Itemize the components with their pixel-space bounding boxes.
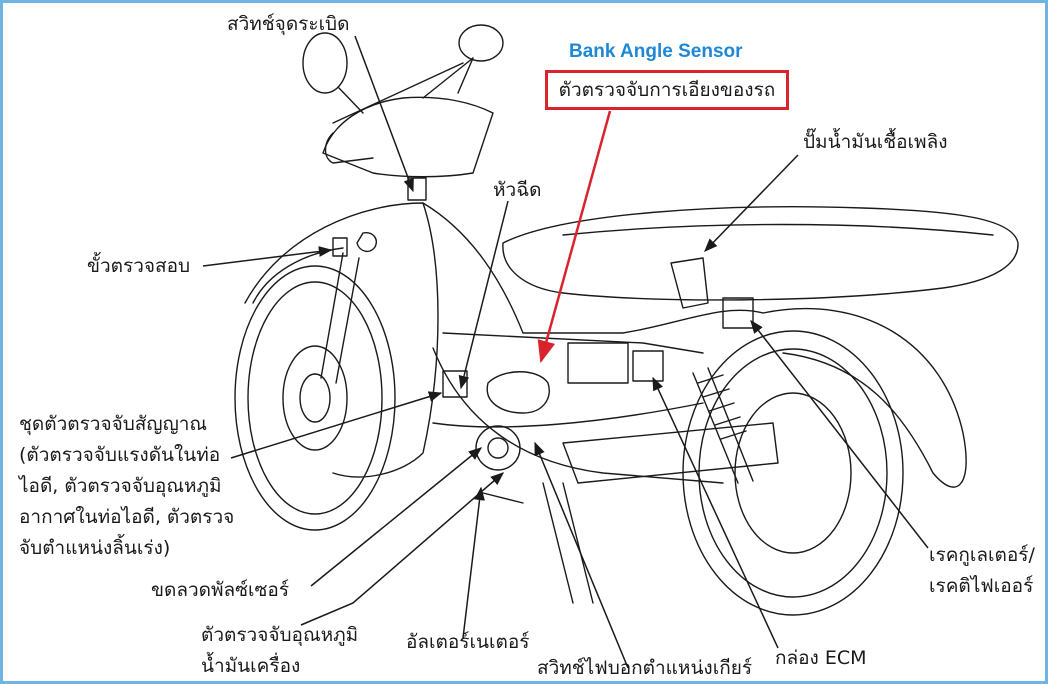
label-pulser-coil: ขดลวดพัลซ์เซอร์ [151,579,290,601]
label-regulator-rectifier-line: เรคกูเลเตอร์/ [929,544,1035,566]
leader-lines [202,35,929,669]
bank-angle-leader [537,110,612,364]
label-sensor-unit-line: ไอดี, ตัวตรวจจับอุณหภูมิ [19,475,222,497]
label-regulator-rectifier: เรคกูเลเตอร์/ เรคติไฟเออร์ [929,540,1035,602]
label-oil-temp-sensor-line: ตัวตรวจจับอุณหภูมิ [201,624,359,646]
label-sensor-unit-line: จับตำแหน่งลิ้นเร่ง) [19,537,171,559]
bank-angle-sensor-label: ตัวตรวจจับการเอียงของรถ [558,79,776,101]
seat [502,206,1019,301]
rear-wheel [682,330,904,616]
motorcycle-line-drawing [202,24,1019,669]
label-ignition-switch: สวิทช์จุดระเบิด [227,13,350,35]
front-wheel [234,265,396,531]
label-alternator: อัลเตอร์เนเตอร์ [406,631,530,653]
label-oil-temp-sensor: ตัวตรวจจับอุณหภูมิ น้ำมันเครื่อง [201,620,359,681]
label-test-terminal: ขั้วตรวจสอบ [87,255,191,277]
bank-angle-sensor-title: Bank Angle Sensor [569,41,743,62]
label-oil-temp-sensor-line: น้ำมันเครื่อง [201,655,301,677]
label-fuel-pump: ปั๊มน้ำมันเชื้อเพลิง [803,131,948,153]
label-sensor-unit-line: ชุดตัวตรวจจับสัญญาณ [19,413,208,435]
label-ecm-box: กล่อง ECM [775,647,867,669]
bank-angle-sensor-label-box: ตัวตรวจจับการเอียงของรถ [545,70,789,110]
label-injector: หัวฉีด [493,179,542,201]
label-sensor-unit-line: อากาศในท่อไอดี, ตัวตรวจ [19,506,235,528]
label-regulator-rectifier-line: เรคติไฟเออร์ [929,575,1034,597]
label-sensor-unit: ชุดตัวตรวจจับสัญญาณ (ตัวตรวจจับแรงดันในท… [19,409,234,564]
label-sensor-unit-line: (ตัวตรวจจับแรงดันในท่อ [19,444,221,466]
label-gear-position-switch: สวิทช์ไฟบอกตำแหน่งเกียร์ [537,657,753,679]
